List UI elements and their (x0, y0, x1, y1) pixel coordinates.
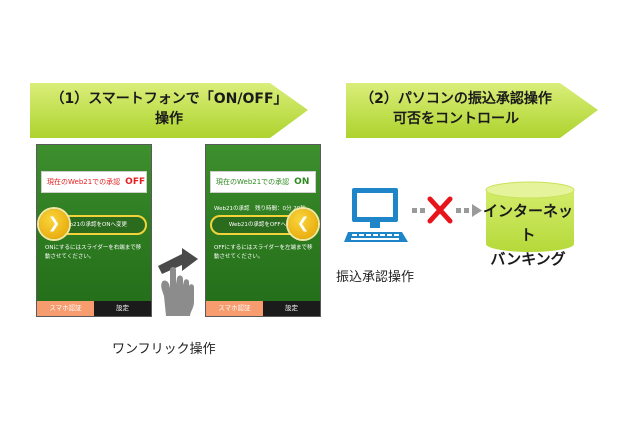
phone-tabbar: スマホ認証 設定 (37, 301, 151, 316)
approval-status-value: OFF (125, 177, 146, 187)
phone-tabbar: スマホ認証 設定 (206, 301, 320, 316)
blocked-connection (412, 196, 482, 224)
slider-knob[interactable]: ❮ (288, 209, 318, 239)
approval-status-value: ON (294, 177, 310, 187)
tab-smartphone-auth[interactable]: スマホ認証 (37, 301, 94, 316)
block-x-icon (427, 196, 453, 224)
step2-text: （2）パソコンの振込承認操作 可否をコントロール (346, 89, 566, 129)
phone-screen-off: 現在のWeb21での承認 OFF Web21の承認をONへ変更 ❯ ONにするには… (36, 144, 152, 317)
phone-screen-on: 現在のWeb21での承認 ON Web21の承認 残り時間：0分 29秒 Web2… (205, 144, 321, 317)
tab-smartphone-auth[interactable]: スマホ認証 (206, 301, 263, 316)
internet-banking-line1: インターネット (482, 202, 573, 244)
slider-label: Web21の承認をONへ変更 (61, 222, 127, 228)
pc-caption: 振込承認操作 (336, 270, 415, 285)
tab-settings[interactable]: 設定 (285, 304, 298, 312)
step2-arrow-shape (346, 83, 598, 138)
slider-instruction: OFFにするにはスライダーを左端まで移動させてください。 (214, 245, 313, 260)
chevron-right-icon: ❯ (47, 214, 61, 232)
step1-text: （1）スマートフォンで「ON/OFF」 操作 (30, 89, 308, 129)
tab-settings[interactable]: 設定 (116, 304, 129, 312)
internet-banking-line2: バンキング (490, 250, 566, 268)
step1-banner: （1）スマートフォンで「ON/OFF」 操作 (30, 83, 308, 138)
approval-status-label: 現在のWeb21での承認 (216, 178, 290, 186)
computer-icon (344, 188, 408, 242)
approval-status-box: 現在のWeb21での承認 ON (210, 171, 316, 193)
flick-caption: ワンフリック操作 (112, 342, 216, 357)
internet-banking-label: インターネット バンキング (478, 199, 578, 271)
step1-line2: 操作 (155, 111, 183, 127)
step2-banner: （2）パソコンの振込承認操作 可否をコントロール (346, 83, 598, 138)
cylinder-icon (485, 181, 575, 252)
slider-knob[interactable]: ❯ (39, 209, 69, 239)
slider-instruction: ONにするにはスライダーを右端まで移動させてください。 (45, 245, 142, 260)
remaining-time-text: Web21の承認 残り時間：0分 29秒 (214, 206, 306, 212)
approval-status-box: 現在のWeb21での承認 OFF (41, 171, 147, 193)
hand-swipe-icon (158, 248, 198, 316)
approval-status-label: 現在のWeb21での承認 (47, 178, 121, 186)
step2-line1: （2）パソコンの振込承認操作 (360, 91, 552, 107)
step2-line2: 可否をコントロール (393, 111, 519, 127)
slider-label: Web21の承認をOFFへ変更 (228, 222, 298, 228)
step1-line1: （1）スマートフォンで「ON/OFF」 (50, 91, 288, 107)
dots-connector (412, 204, 482, 217)
chevron-left-icon: ❮ (296, 214, 310, 232)
step1-arrow-shape (30, 83, 308, 138)
